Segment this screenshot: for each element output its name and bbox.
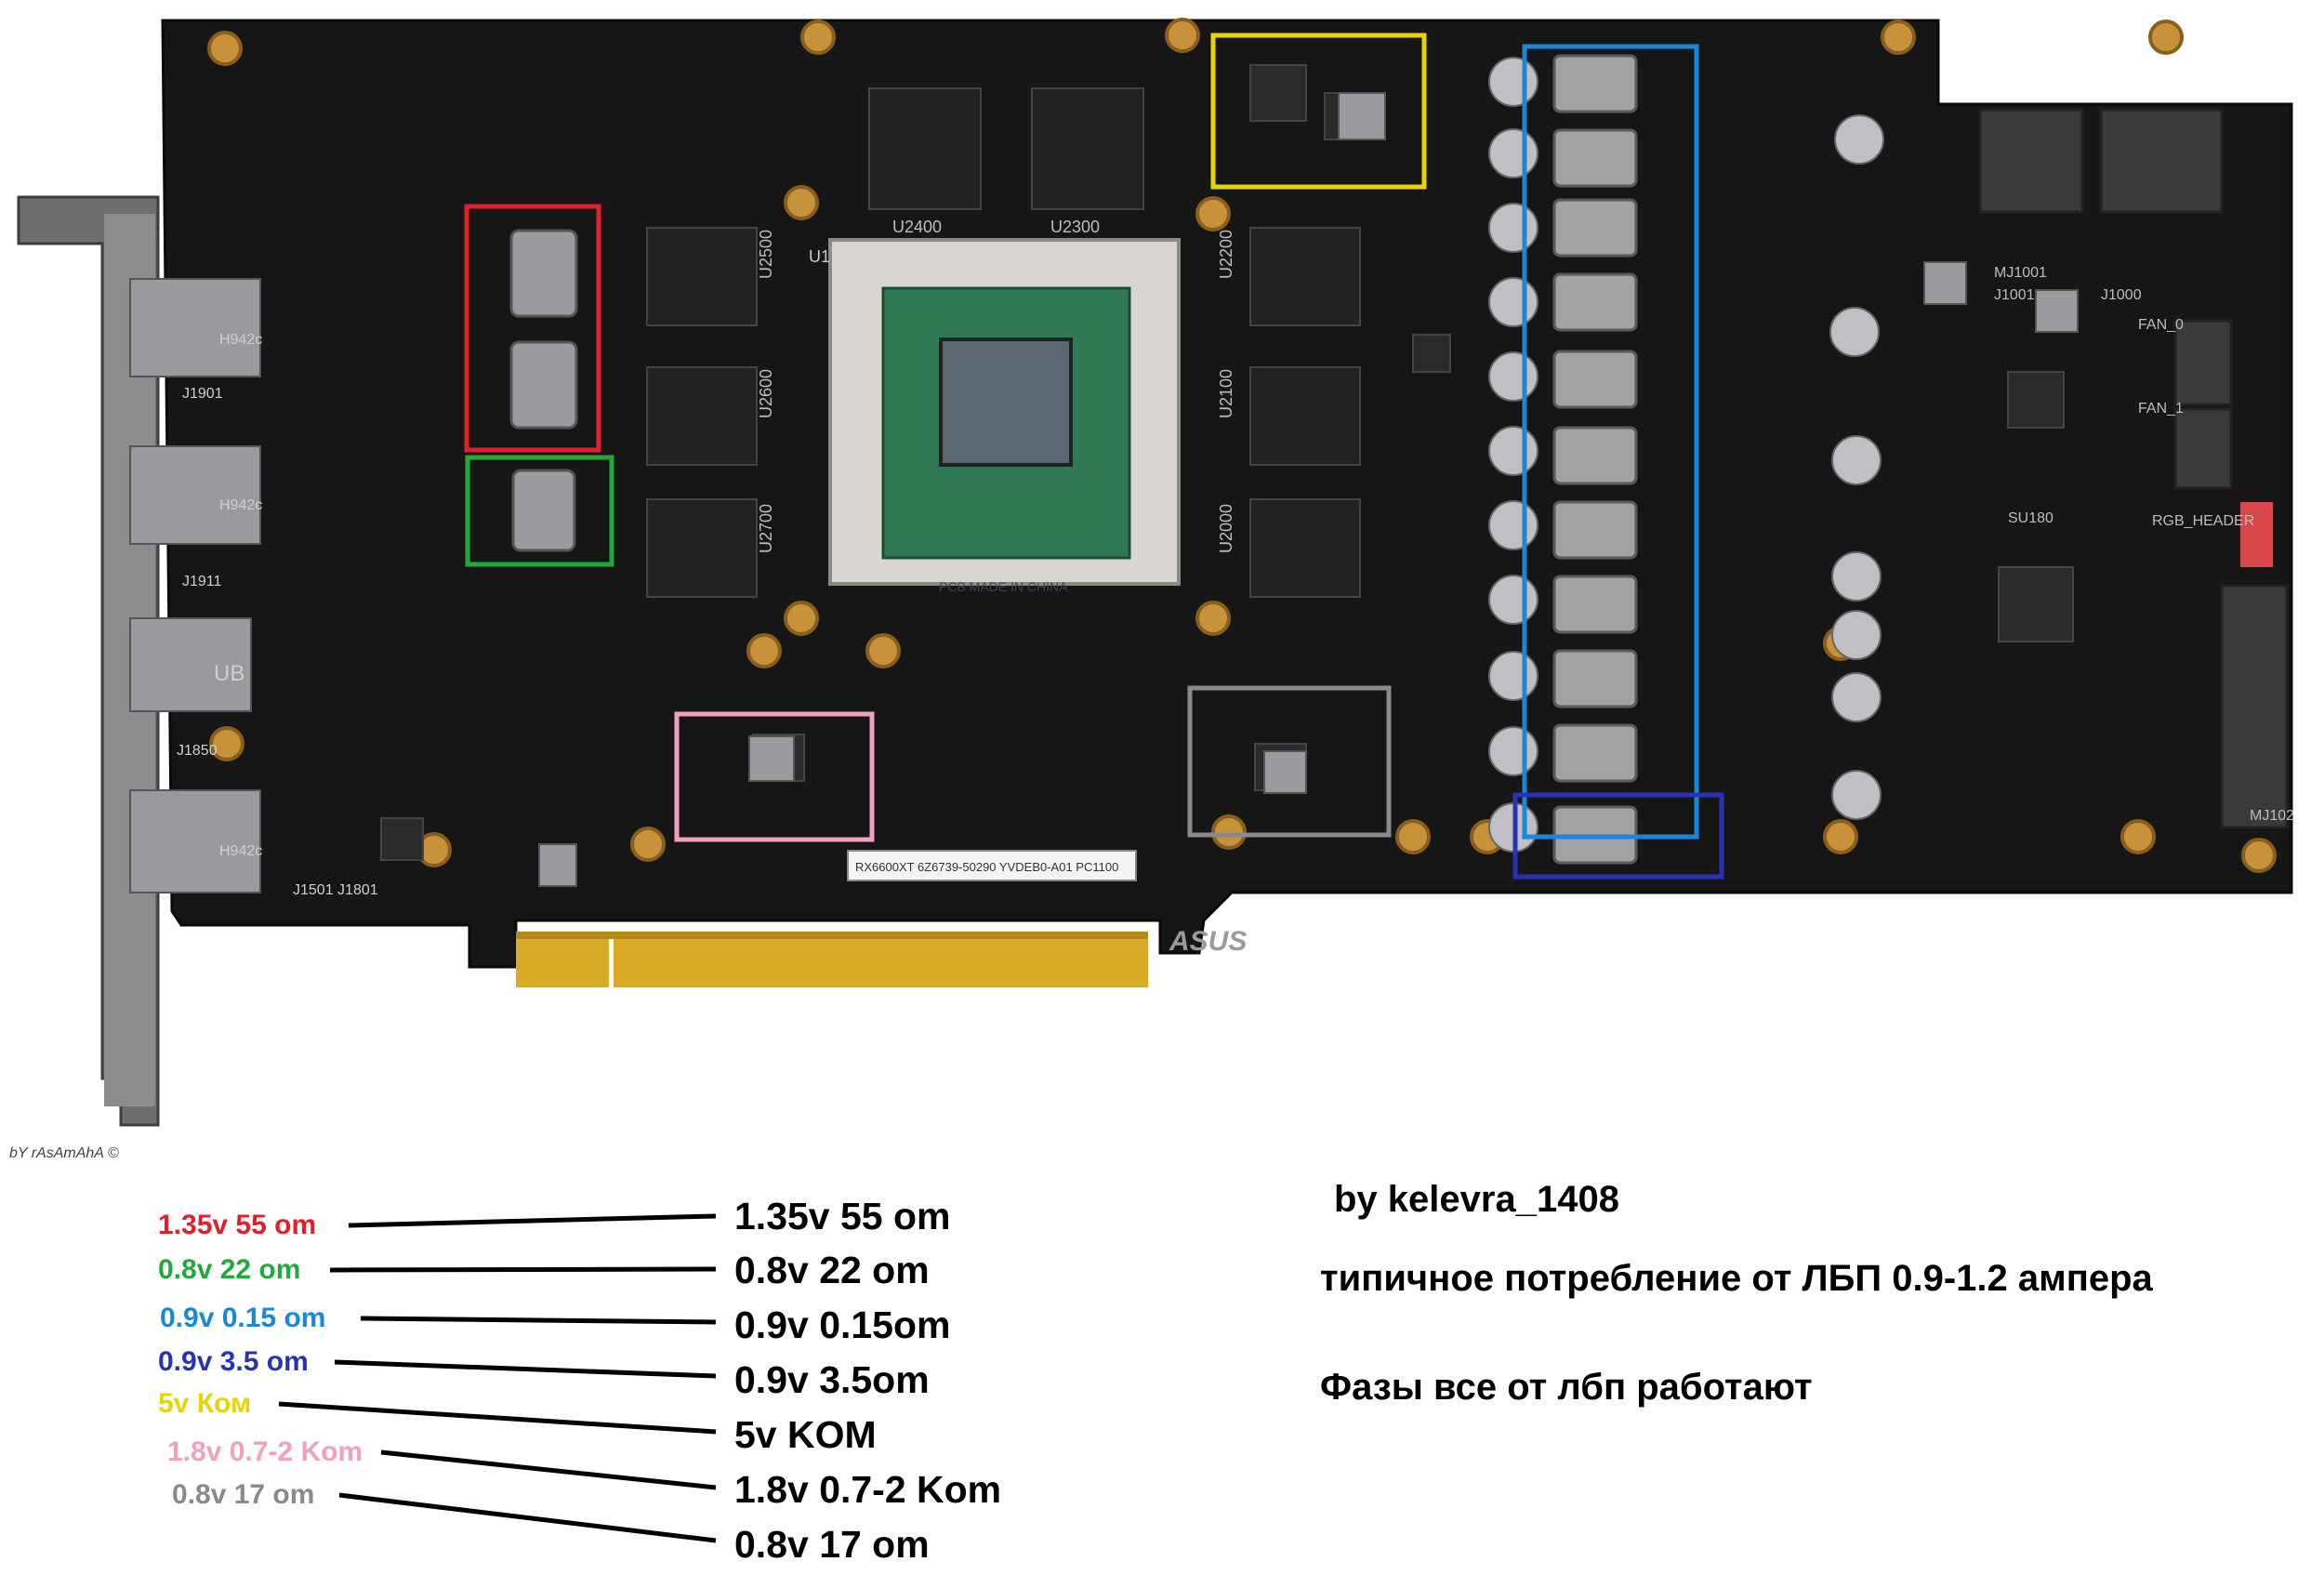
svg-text:MJ1001: MJ1001 <box>1994 265 2047 281</box>
legend-left-4: 0.9v 3.5 om <box>158 1346 309 1377</box>
phases-note: Фазы все от лбп работают <box>1320 1367 1813 1408</box>
rgb-header <box>2240 502 2273 567</box>
svg-text:U1: U1 <box>809 247 830 266</box>
svg-text:RGB_HEADER: RGB_HEADER <box>2152 513 2254 529</box>
consumption-note: типичное потребление от ЛБП 0.9-1.2 ампе… <box>1320 1258 2153 1299</box>
svg-text:U2600: U2600 <box>757 369 775 418</box>
leader-line-2 <box>329 1266 717 1273</box>
asus-logo: ASUS <box>1169 926 1247 957</box>
svg-text:J1001: J1001 <box>1994 287 2035 303</box>
svg-text:U2700: U2700 <box>757 504 775 553</box>
svg-text:J1901: J1901 <box>182 386 223 402</box>
svg-text:U2300: U2300 <box>1050 218 1100 236</box>
svg-text:J1000: J1000 <box>2101 287 2142 303</box>
svg-text:U2400: U2400 <box>892 218 942 236</box>
svg-text:UB: UB <box>214 661 244 686</box>
svg-text:U2500: U2500 <box>757 230 775 279</box>
legend-right-6: 1.8v 0.7-2 Kom <box>734 1468 1002 1511</box>
leader-line-7 <box>338 1492 717 1543</box>
svg-text:U2100: U2100 <box>1217 369 1235 418</box>
legend-left-5: 5v Ком <box>158 1388 252 1419</box>
legend-left-6: 1.8v 0.7-2 Kom <box>167 1436 363 1467</box>
author-credit: by kelevra_1408 <box>1334 1179 1619 1220</box>
legend-right-1: 1.35v 55 om <box>734 1195 951 1237</box>
legend-right-3: 0.9v 0.15om <box>734 1303 951 1346</box>
leader-line-5 <box>278 1401 717 1435</box>
vrm-phase-chokes <box>1552 54 1638 865</box>
svg-text:U2000: U2000 <box>1217 504 1235 553</box>
zone-box-blue <box>1522 44 1699 840</box>
legend-left-2: 0.8v 22 om <box>158 1254 301 1285</box>
svg-text:J1911: J1911 <box>182 574 222 589</box>
svg-text:U2200: U2200 <box>1217 230 1235 279</box>
legend-left-3: 0.9v 0.15 om <box>160 1303 326 1333</box>
zone-box-pink <box>674 711 875 842</box>
legend-right-7: 0.8v 17 om <box>734 1523 930 1566</box>
mounting-holes <box>207 18 2277 873</box>
vrm-chokes-left <box>509 229 578 552</box>
gpu-package: U1 PCB MADE IN CHINA <box>809 238 1181 594</box>
port-mark-1: H942c <box>219 332 262 348</box>
leader-line-6 <box>380 1449 717 1490</box>
model-sticker: RX6600XT 6Z6739-50290 YVDEB0-A01 PC1100 <box>847 850 1137 881</box>
zone-box-green <box>465 455 614 567</box>
zone-box-yellow <box>1210 33 1427 190</box>
port-silkscreen: H942c H942c UB H942c J1901 J1911 J1850 J… <box>177 332 378 898</box>
svg-text:H942c: H942c <box>219 843 262 859</box>
legend-leader-lines <box>278 1213 717 1543</box>
svg-text:J1850: J1850 <box>177 743 218 759</box>
legend-right-5: 5v KOM <box>734 1413 877 1456</box>
svg-text:PCB MADE IN CHINA: PCB MADE IN CHINA <box>939 579 1068 594</box>
power-connectors <box>1978 108 2289 829</box>
photo-credit: bY rAsAmAhA © <box>9 1145 119 1161</box>
svg-text:H942c: H942c <box>219 497 262 513</box>
legend-left-7: 0.8v 17 om <box>172 1479 315 1510</box>
leader-line-1 <box>348 1213 717 1228</box>
memory-silkscreen: U2400 U2300 U2500 U2600 U2700 U2200 U2100… <box>757 218 1235 553</box>
leader-line-3 <box>360 1316 717 1325</box>
zone-box-darkblue <box>1512 792 1724 880</box>
svg-text:J1501 J1801: J1501 J1801 <box>293 882 378 898</box>
zone-box-red <box>464 204 601 453</box>
leader-line-4 <box>334 1359 717 1379</box>
svg-text:RX6600XT 6Z6739-50290 YVDEB0-A: RX6600XT 6Z6739-50290 YVDEB0-A01 PC1100 <box>855 860 1118 874</box>
legend-left-1: 1.35v 55 om <box>158 1210 317 1240</box>
memory-chips <box>646 87 1361 598</box>
svg-text:MJ102: MJ102 <box>2250 808 2294 824</box>
svg-text:FAN_1: FAN_1 <box>2138 401 2184 417</box>
graphics-card-pcb-photo: H942c H942c UB H942c J1901 J1911 J1850 J… <box>9 18 2294 1161</box>
aux-chokes <box>538 92 2079 887</box>
zone-box-gray <box>1187 685 1392 838</box>
legend-right-2: 0.8v 22 om <box>734 1249 930 1291</box>
display-ports <box>129 278 261 893</box>
svg-text:SU180: SU180 <box>2008 510 2053 526</box>
pcie-gold-fingers <box>516 932 1148 987</box>
svg-text:FAN_0: FAN_0 <box>2138 317 2184 333</box>
legend-right-4: 0.9v 3.5om <box>734 1358 930 1401</box>
